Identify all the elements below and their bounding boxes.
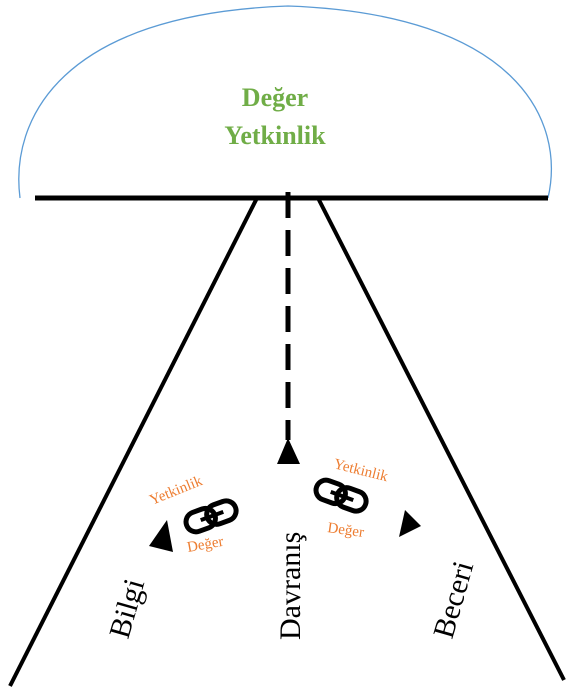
dome-label-competency: Yetkinlik xyxy=(224,121,326,150)
right-link-bottom-label: Değer xyxy=(326,520,365,541)
right-line xyxy=(316,197,566,681)
dome-label-value: Değer xyxy=(242,83,308,112)
dome-outline xyxy=(18,5,552,199)
left-arrowhead xyxy=(149,520,173,552)
left-chain-link-icon xyxy=(183,498,239,535)
right-arrowhead xyxy=(399,510,421,537)
branch-label-knowledge: Bilgi xyxy=(103,575,151,642)
branch-label-skill: Beceri xyxy=(427,558,480,642)
right-chain-link-icon xyxy=(313,477,369,514)
left-link-top-label: Yetkinlik xyxy=(148,473,206,509)
right-link-top-label: Yetkinlik xyxy=(332,456,390,485)
left-link-bottom-label: Değer xyxy=(186,534,225,556)
center-arrowhead xyxy=(277,438,300,464)
left-line xyxy=(8,197,259,687)
branch-label-behavior: Davranış xyxy=(274,532,307,640)
